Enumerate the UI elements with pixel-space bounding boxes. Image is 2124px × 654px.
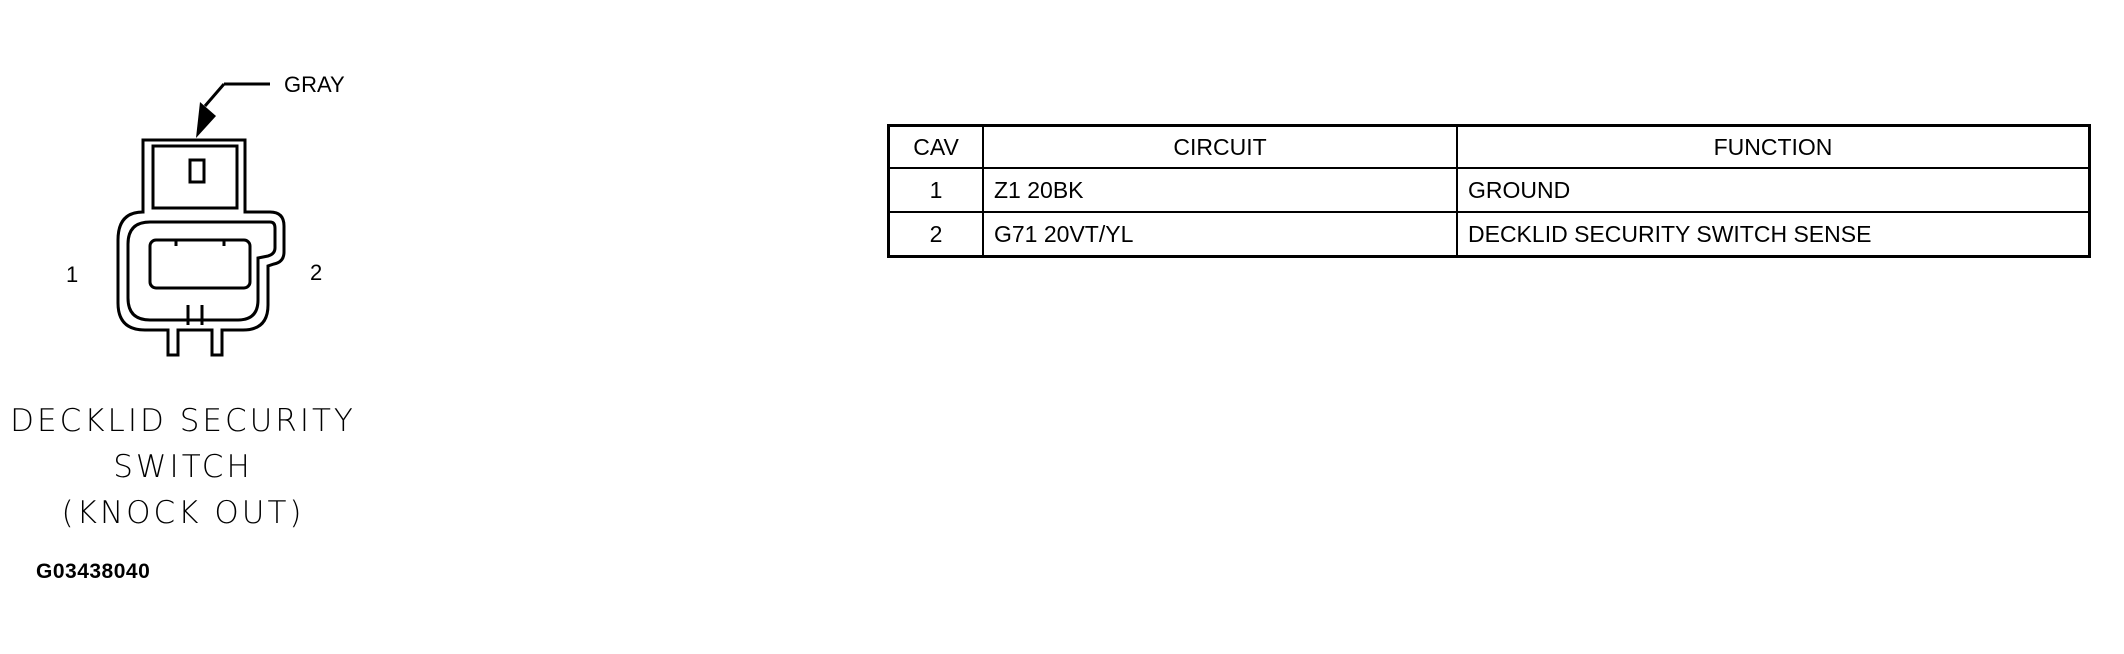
cell-function: GROUND [1456, 167, 2091, 213]
pin-label-1: 1 [66, 262, 78, 287]
header-circuit: CIRCUIT [982, 124, 1458, 169]
cell-function: DECKLID SECURITY SWITCH SENSE [1456, 211, 2091, 258]
pin-label-2: 2 [310, 260, 322, 285]
connector-color-label: GRAY [284, 72, 345, 97]
header-function: FUNCTION [1456, 124, 2091, 169]
header-cav: CAV [887, 124, 984, 169]
table-row: 1 Z1 20BK GROUND [887, 167, 2091, 213]
lower-cavity [148, 238, 252, 290]
cell-circuit: G71 20VT/YL [982, 211, 1458, 258]
table-header-row: CAV CIRCUIT FUNCTION [887, 124, 2091, 169]
connector-diagram: GRAY 1 2 [66, 72, 345, 357]
pin-table: CAV CIRCUIT FUNCTION 1 Z1 20BK GROUND 2 … [887, 124, 2091, 258]
cell-circuit: Z1 20BK [982, 167, 1458, 213]
color-arrow-icon [196, 102, 216, 138]
connector-title-line: SWITCH [113, 449, 253, 485]
connector-title-line: DECKLID SECURITY [10, 403, 356, 439]
connector-inner-outline [126, 220, 277, 322]
table-row: 2 G71 20VT/YL DECKLID SECURITY SWITCH SE… [887, 211, 2091, 258]
connector-title: DECKLID SECURITY SWITCH (KNOCK OUT) [0, 398, 366, 536]
upper-terminal [188, 158, 206, 184]
cell-cav: 2 [887, 211, 984, 258]
connector-outline [116, 138, 286, 357]
upper-terminal-housing [151, 144, 239, 210]
figure-id: G03438040 [36, 560, 151, 583]
connector-title-line: (KNOCK OUT) [61, 495, 305, 531]
cell-cav: 1 [887, 167, 984, 213]
